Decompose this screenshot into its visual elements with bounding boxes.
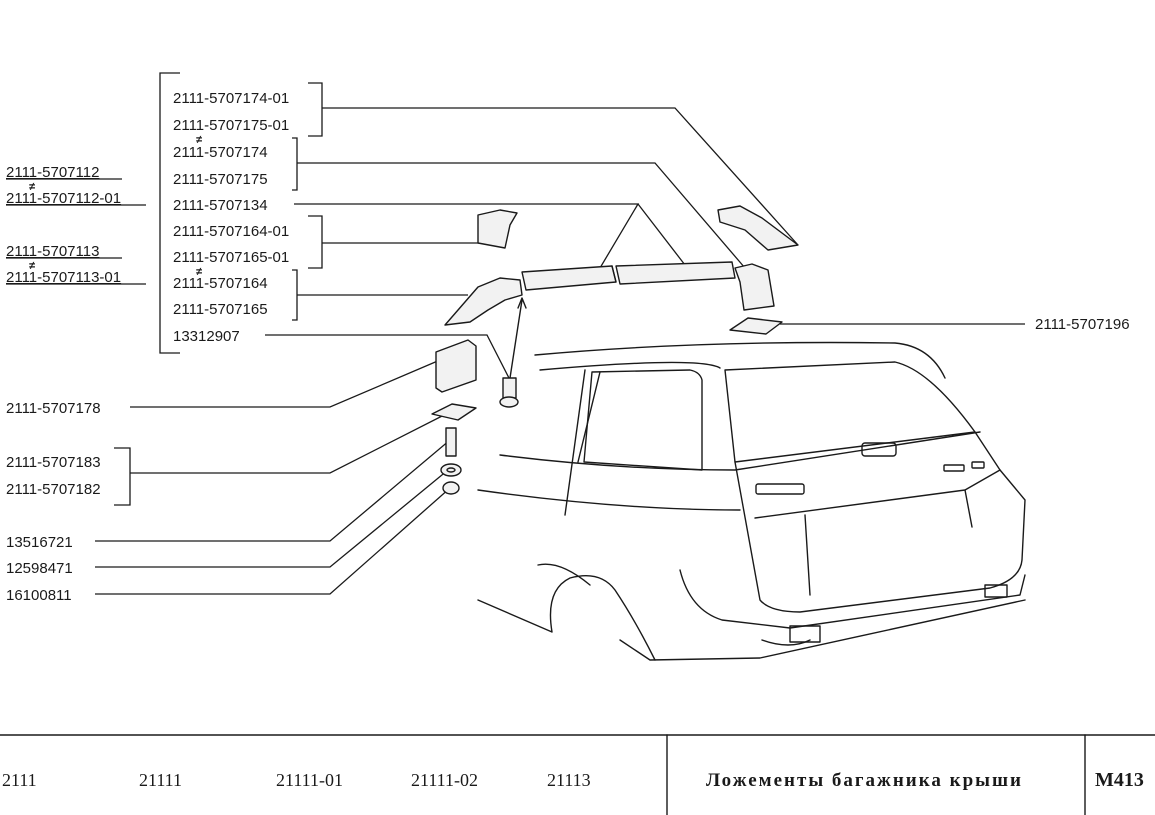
part-label-16100811: 16100811 bbox=[6, 587, 72, 604]
part-label-2111-5707182: 2111-5707182 bbox=[6, 481, 101, 498]
not-interchangeable-mark: ≠ bbox=[29, 181, 35, 193]
part-label-2111-5707183: 2111-5707183 bbox=[6, 454, 101, 471]
lower-part-list: 2111-5707178 2111-5707183 2111-5707182 1… bbox=[6, 400, 131, 604]
not-interchangeable-mark: ≠ bbox=[196, 134, 202, 146]
part-label-2111-5707174-01: 2111-5707174-01 bbox=[173, 90, 289, 107]
footer-title: Ложементы багажника крыши bbox=[706, 770, 1023, 791]
not-interchangeable-mark: ≠ bbox=[29, 260, 35, 272]
assembly-label-2111-5707113: 2111-5707113 bbox=[6, 243, 99, 260]
footer-model-21111-02: 21111-02 bbox=[411, 770, 478, 790]
roof-rack-parts-artwork bbox=[431, 205, 799, 495]
part-label-2111-5707165: 2111-5707165 bbox=[173, 301, 268, 318]
part-label-13312907: 13312907 bbox=[173, 328, 240, 345]
footer-model-2111: 2111 bbox=[2, 770, 37, 790]
footer-model-21111-01: 21111-01 bbox=[276, 770, 343, 790]
part-label-2111-5707174: 2111-5707174 bbox=[173, 144, 268, 161]
part-label-2111-5707196: 2111-5707196 bbox=[1035, 316, 1130, 333]
part-label-2111-5707134: 2111-5707134 bbox=[173, 197, 268, 214]
leader-lines-central bbox=[265, 107, 799, 381]
part-label-2111-5707178: 2111-5707178 bbox=[6, 400, 101, 417]
footer: 2111 21111 21111-01 21111-02 21113 Ложем… bbox=[0, 734, 1155, 815]
part-label-2111-5707164-01: 2111-5707164-01 bbox=[173, 223, 289, 240]
assembly-label-2111-5707113-01: 2111-5707113-01 bbox=[6, 269, 121, 286]
footer-model-21113: 21113 bbox=[547, 770, 591, 790]
central-part-list: 2111-5707174-01 2111-5707175-01 ≠ 2111-5… bbox=[173, 90, 289, 345]
assembly-label-2111-5707112: 2111-5707112 bbox=[6, 164, 99, 181]
footer-code: M413 bbox=[1095, 769, 1144, 791]
part-label-12598471: 12598471 bbox=[6, 560, 73, 577]
part-label-2111-5707165-01: 2111-5707165-01 bbox=[173, 249, 289, 266]
main-bracket bbox=[159, 72, 180, 354]
part-label-2111-5707175-01: 2111-5707175-01 bbox=[173, 117, 289, 134]
not-interchangeable-mark: ≠ bbox=[196, 266, 202, 278]
assembly-labels: 2111-5707112 ≠ 2111-5707112-01 2111-5707… bbox=[6, 164, 146, 286]
part-label-2111-5707164: 2111-5707164 bbox=[173, 275, 268, 292]
leader-lines-lower bbox=[95, 359, 451, 595]
footer-model-21111: 21111 bbox=[139, 770, 182, 790]
assembly-label-2111-5707112-01: 2111-5707112-01 bbox=[6, 190, 121, 207]
part-label-2111-5707175: 2111-5707175 bbox=[173, 171, 268, 188]
car-body-artwork bbox=[477, 341, 1026, 661]
pair-brackets bbox=[292, 82, 323, 321]
part-label-13516721: 13516721 bbox=[6, 534, 73, 551]
